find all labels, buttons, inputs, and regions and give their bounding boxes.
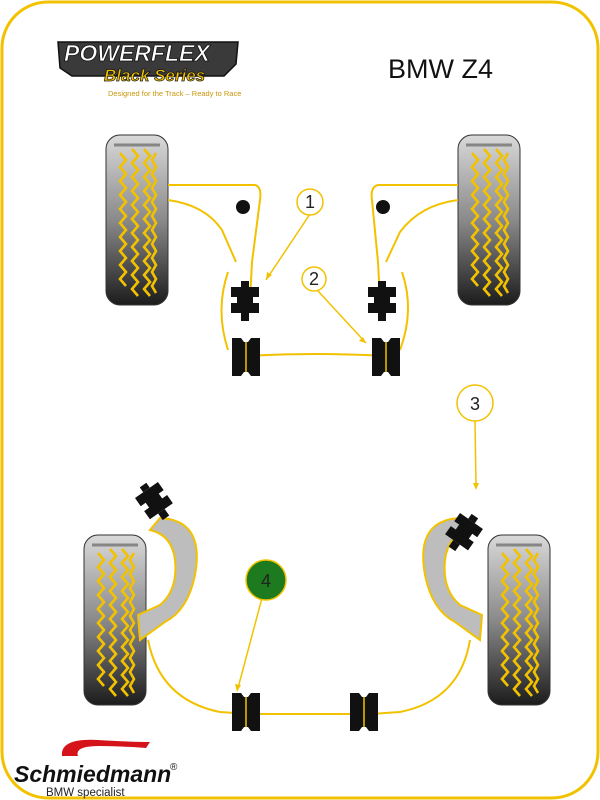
control-arm-front-left xyxy=(167,184,262,351)
callout-3-number: 3 xyxy=(470,394,480,414)
powerflex-logo: POWERFLEX Black Series Designed for the … xyxy=(57,40,241,98)
bush-front-left-lower xyxy=(231,337,261,377)
anti-roll-bar-rear xyxy=(147,639,471,715)
tyre-rear-right xyxy=(486,533,552,707)
logo-secondary: Black Series xyxy=(104,66,205,85)
bush-front-right-lower xyxy=(371,337,401,377)
ball-joint-front-left xyxy=(236,200,250,214)
trailing-arm-rear-right xyxy=(422,516,484,642)
callout-4-number: 4 xyxy=(261,571,271,591)
callout-2-number: 2 xyxy=(309,269,319,289)
dealer-registered: ® xyxy=(170,762,178,773)
tyre-front-left xyxy=(104,133,170,307)
dealer-subtitle: BMW specialist xyxy=(46,787,125,799)
tyre-rear-left xyxy=(82,533,148,707)
front-axle xyxy=(104,133,522,377)
logo-primary: POWERFLEX xyxy=(64,40,211,66)
callout-4[interactable]: 4 xyxy=(235,559,287,692)
callout-1-number: 1 xyxy=(305,192,315,212)
bush-rear-right-lower xyxy=(349,692,379,732)
trailing-arm-rear-left xyxy=(136,516,198,642)
ball-joint-front-right xyxy=(376,200,390,214)
tyre-front-right xyxy=(456,133,522,307)
schmiedmann-logo: Schmiedmann ® BMW specialist xyxy=(14,739,178,799)
rear-axle xyxy=(82,477,552,732)
callout-2[interactable]: 2 xyxy=(301,266,367,344)
logo-tagline: Designed for the Track – Ready to Race xyxy=(108,89,241,98)
callout-1[interactable]: 1 xyxy=(265,188,324,281)
bush-rear-left-lower xyxy=(231,692,261,732)
callout-3[interactable]: 3 xyxy=(456,384,494,490)
control-arm-front-right xyxy=(370,184,459,351)
dealer-name: Schmiedmann xyxy=(14,761,171,787)
page-title: BMW Z4 xyxy=(388,54,493,84)
anti-roll-bar-front xyxy=(245,353,387,357)
